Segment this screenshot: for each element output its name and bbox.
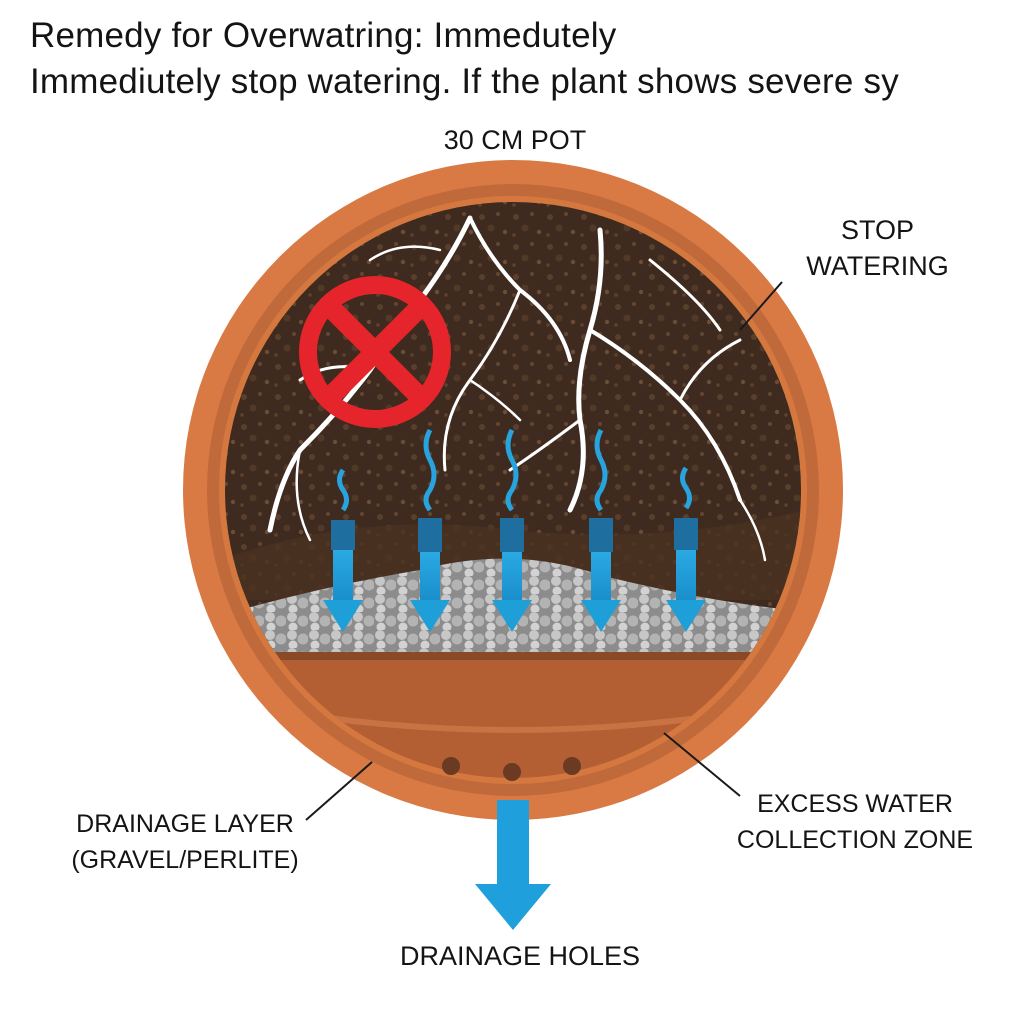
stop-watering-label: STOP WATERING bbox=[790, 212, 965, 284]
excess-water-line-2: COLLECTION ZONE bbox=[736, 826, 974, 854]
drainage-hole bbox=[563, 757, 581, 775]
drainage-layer-label: DRAINAGE LAYER (GRAVEL/PERLITE) bbox=[40, 806, 330, 878]
heading-line-1: Remedy for Overwatring: Immedutely bbox=[30, 16, 617, 55]
water-down-arrow-icon bbox=[410, 428, 450, 632]
heading-line-2: Immediutely stop watering. If the plant … bbox=[30, 62, 899, 101]
drainage-layer-line-1: DRAINAGE LAYER bbox=[76, 810, 294, 838]
water-down-arrow-icon bbox=[323, 468, 363, 632]
stop-watering-line-1: STOP bbox=[840, 215, 915, 245]
excess-water-label: EXCESS WATER COLLECTION ZONE bbox=[720, 786, 990, 858]
leader-line-drainage-layer bbox=[305, 761, 373, 821]
drainage-holes-label: DRAINAGE HOLES bbox=[399, 941, 641, 971]
pot-size-label: 30 CM POT bbox=[443, 125, 587, 155]
drainage-layer-line-2: (GRAVEL/PERLITE) bbox=[71, 846, 299, 874]
no-watering-icon bbox=[299, 276, 451, 428]
excess-water-line-1: EXCESS WATER bbox=[757, 790, 953, 818]
drainage-hole bbox=[442, 757, 460, 775]
leader-line-excess bbox=[663, 732, 741, 797]
drainage-arrow-icon bbox=[475, 800, 551, 930]
leader-line-stop bbox=[739, 281, 783, 331]
water-down-arrow-icon bbox=[581, 428, 621, 632]
drainage-hole bbox=[503, 763, 521, 781]
water-down-arrow-icon bbox=[492, 428, 532, 632]
water-down-arrow-icon bbox=[666, 466, 706, 632]
stop-watering-line-2: WATERING bbox=[806, 251, 949, 281]
